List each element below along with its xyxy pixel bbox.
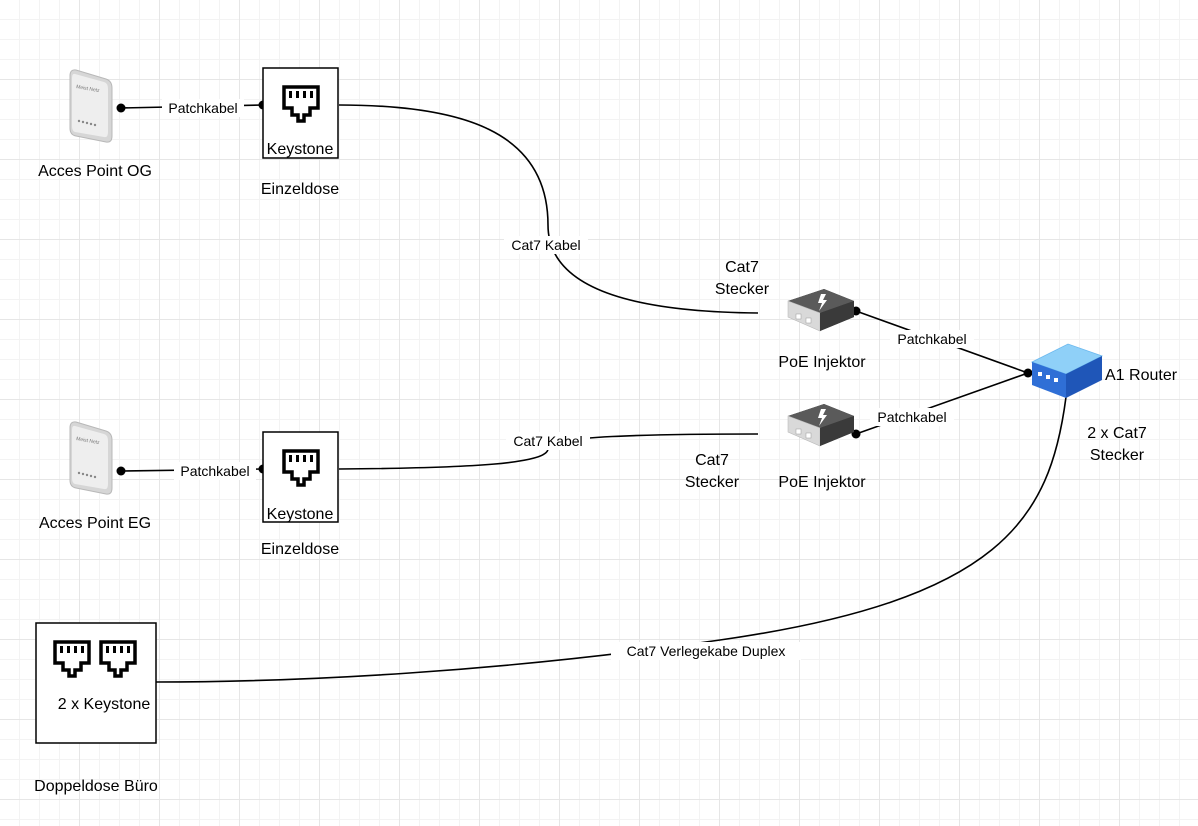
poe-injector-icon [787,403,855,447]
router-plug-label-1: 2 x Cat7 [1087,425,1147,442]
access-point-og-label: Acces Point OG [38,163,152,180]
router-plug-label-2: Stecker [1090,447,1145,464]
wireless-access-point-icon [69,69,113,143]
edge-label-duplex: Cat7 Verlegekabe Duplex [627,643,786,659]
poe-bottom-label: PoE Injektor [778,474,866,491]
edge-label-cat7-eg: Cat7 Kabel [513,433,582,449]
keystone-eg-label: Keystone [267,506,334,523]
poe-bottom-plug-label-1: Cat7 [695,452,729,469]
edge-label-ap-og: Patchkabel [168,100,237,116]
access-point-og[interactable]: Acces Point OG [38,69,152,180]
keystone-box [262,431,339,523]
edge-label-ap-eg: Patchkabel [180,463,249,479]
edge-label-poe-bottom-router: Patchkabel [877,409,946,425]
double-socket-caption: Doppeldose Büro [34,778,158,795]
keystone-eg[interactable]: Keystone Einzeldose [261,431,339,558]
wire-keystone-og-poe [338,104,759,314]
router-label: A1 Router [1105,367,1178,384]
poe-injector-bottom[interactable]: Cat7 Stecker PoE Injektor [685,403,866,491]
wire-router-double-socket [155,396,1067,683]
connector-dot [116,466,126,476]
connector-dot [116,103,126,113]
poe-bottom-plug-label-2: Stecker [685,474,740,491]
poe-top-plug-label-2: Stecker [715,281,770,298]
poe-top-label: PoE Injektor [778,354,866,371]
keystone-og-label: Keystone [267,141,334,158]
poe-injector-icon [787,288,855,332]
edge-label-poe-top-router: Patchkabel [897,331,966,347]
edge-label-cat7-og: Cat7 Kabel [511,237,580,253]
keystone-box [262,67,339,159]
access-point-eg[interactable]: Acces Point EG [39,421,151,532]
keystone-eg-caption: Einzeldose [261,541,339,558]
connector-dot [1023,368,1033,378]
poe-injector-top[interactable]: Cat7 Stecker PoE Injektor [715,259,866,371]
double-socket-label: 2 x Keystone [58,696,151,713]
poe-top-plug-label-1: Cat7 [725,259,759,276]
router-icon [1030,343,1104,398]
wireless-access-point-icon [69,421,113,495]
keystone-og-caption: Einzeldose [261,181,339,198]
access-point-eg-label: Acces Point EG [39,515,151,532]
keystone-og[interactable]: Keystone Einzeldose [261,67,339,198]
router[interactable]: A1 Router 2 x Cat7 Stecker [1030,343,1178,464]
double-socket[interactable]: 2 x Keystone Doppeldose Büro [34,622,158,795]
